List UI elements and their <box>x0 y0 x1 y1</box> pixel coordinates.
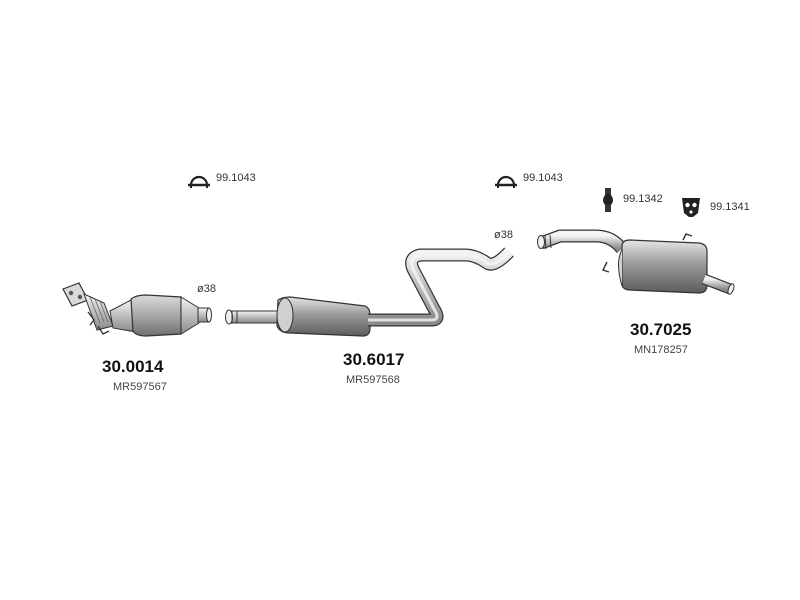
part-number-label: 30.0014 <box>102 357 164 376</box>
rear-silencer <box>537 229 735 295</box>
hanger-code-label: 99.1342 <box>623 193 663 205</box>
part-number-label: 30.7025 <box>630 320 692 339</box>
clamp-code-label: 99.1043 <box>523 172 563 184</box>
clamp-icon <box>495 175 517 188</box>
rubber-mount-icon <box>682 198 700 217</box>
clamp-code-label: 99.1043 <box>216 172 256 184</box>
oem-reference-label: MR597568 <box>346 374 400 386</box>
catalytic-converter-body <box>130 294 182 337</box>
oem-reference-label: MN178257 <box>634 344 688 356</box>
rubber-hanger-icon <box>603 188 613 212</box>
oem-reference-label: MR597567 <box>113 381 167 393</box>
diameter-label: ø38 <box>197 283 216 295</box>
part-number-label: 30.6017 <box>343 350 405 369</box>
hanger-code-label: 99.1341 <box>710 201 750 213</box>
diameter-label: ø38 <box>494 229 513 241</box>
rear-silencer-body <box>621 239 708 294</box>
clamp-icon <box>188 175 210 188</box>
front-pipe-catalytic-converter <box>62 282 212 337</box>
center-pipe-middle-silencer <box>225 247 514 337</box>
